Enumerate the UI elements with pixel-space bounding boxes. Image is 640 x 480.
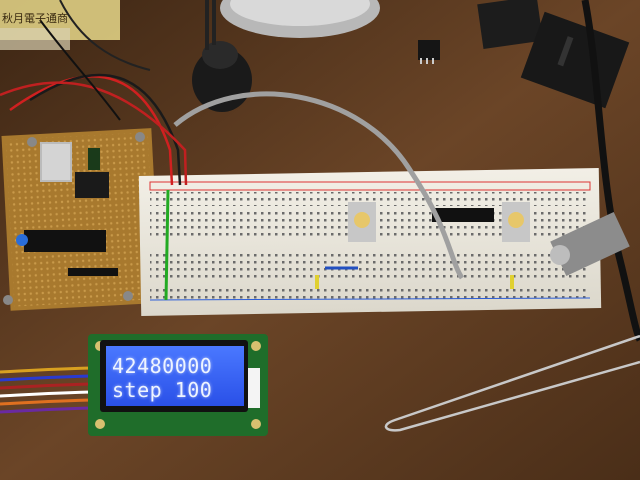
lcd-screen: [106, 346, 244, 406]
parts-box-label: 秋月電子通商: [2, 12, 68, 25]
lcd-frequency-readout: 42480000: [112, 354, 213, 378]
breadboard: [138, 167, 602, 317]
bnc-connector: [550, 211, 630, 277]
jumper-wires: [0, 0, 188, 186]
parts-box: [0, 0, 120, 50]
ic-sockets: [477, 0, 630, 109]
oscillator-pcb: [1, 128, 161, 311]
wire-probe-icon: [384, 334, 640, 432]
small-ic: [418, 40, 440, 64]
lcd-step-readout: step 100: [112, 378, 213, 402]
lcd-module: [88, 334, 268, 436]
tin-lid: [220, 0, 380, 38]
